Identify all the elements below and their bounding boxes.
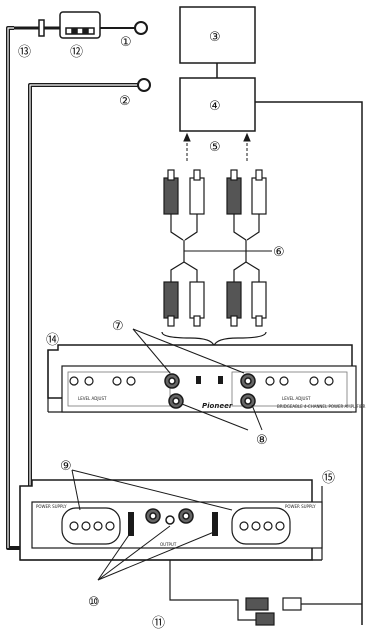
callout-10: ⑩ [88,595,100,610]
callout-14: ⑭ [46,333,59,348]
callout-11: ⑪ [152,616,165,631]
amplifier-lower: POWER SUPPLY POWER SUPPLY OUTPUT [19,479,323,561]
leader-lines-7-8 [132,328,263,431]
rca-cable-lower-left [163,261,205,327]
rca-input-jacks [164,373,256,409]
callout-6: ⑥ [273,245,285,260]
rca-cable-upper-right [226,169,267,241]
callout-15: ⑮ [322,471,335,486]
callout-13: ⑬ [18,45,31,60]
rca-cable-upper-left [163,169,205,241]
level-adjust-right: LEVEL ADJUST [282,396,311,401]
callout-8: ⑧ [256,433,268,448]
signal-arrows [183,132,251,162]
power-terminals [145,508,194,525]
level-knobs-left [69,376,136,386]
power-supply-right: POWER SUPPLY [285,504,316,509]
callout-7: ⑦ [112,319,124,334]
callout-3: ③ [209,30,221,45]
callout-12: ⑫ [70,45,83,60]
callout-2: ② [119,94,131,109]
level-adjust-left: LEVEL ADJUST [78,396,107,401]
box-4 [179,77,256,132]
rca-cable-lower-right [226,261,267,327]
speaker-terminals-right [239,521,285,531]
fuse-holder [14,11,101,39]
level-knobs-right [265,376,334,386]
callout-9: ⑨ [60,459,72,474]
leader-lines-9-10 [71,469,233,581]
battery-cable-inner [7,27,14,548]
output-label: OUTPUT [160,542,177,547]
remote-connector [169,560,362,626]
ground-cable [28,83,188,537]
ring-terminal-2 [137,78,151,92]
callout-1: ① [120,35,132,50]
ring-terminal-1 [95,21,148,35]
amp-brand-logo: Pioneer [202,402,233,410]
remote-lead [255,101,363,625]
brace [161,331,267,347]
power-cables [6,26,188,550]
grommet [38,19,45,37]
power-supply-left: POWER SUPPLY [36,504,67,509]
amplifier-upper: LEVEL ADJUST LEVEL ADJUST BRIDGEABLE 4-C… [47,344,366,413]
ground-cable-inner [29,84,138,535]
switches-upper [196,376,223,384]
speaker-plugs-lower [128,512,218,536]
callout-5: ⑤ [209,140,221,155]
speaker-terminals-left [69,521,115,531]
amp-model-text: BRIDGEABLE 4-CHANNEL POWER AMPLIFIER [277,404,366,409]
callout-4: ④ [209,99,221,114]
